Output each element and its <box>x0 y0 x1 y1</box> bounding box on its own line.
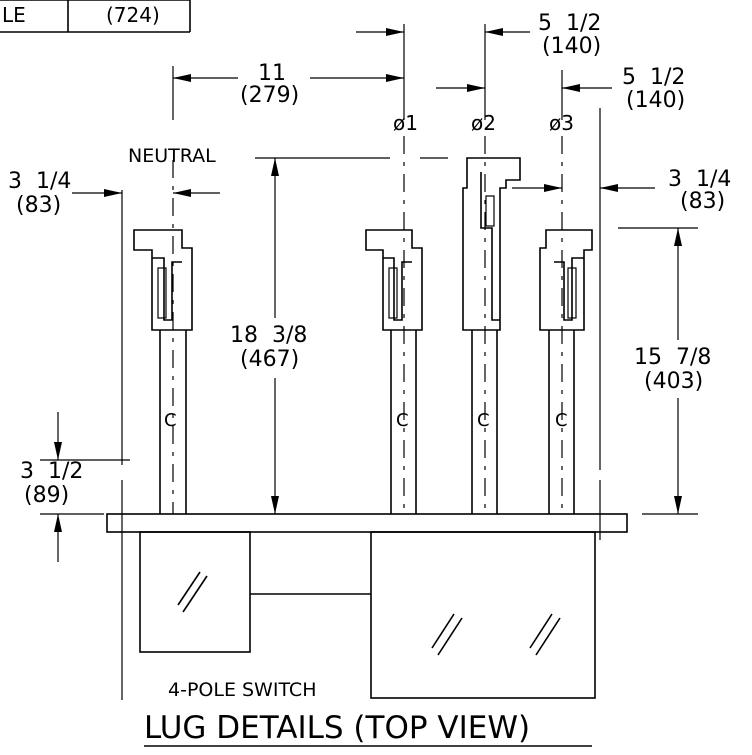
dim-3-quarter-right-imperial: 3 1/4 <box>668 167 731 192</box>
dimension-5-half-right: 5 1/2 (140) <box>562 65 685 113</box>
title-block-cell-right: (724) <box>106 3 160 27</box>
dimension-18-three-eighths: 18 3/8 (467) <box>230 158 307 514</box>
switch-body <box>139 531 596 699</box>
phase2-lug: C <box>462 136 521 514</box>
dimension-3-quarter-right: 3 1/4 (83) <box>512 167 731 214</box>
switch-label: 4-POLE SWITCH <box>168 679 316 701</box>
dim-3-quarter-left-metric: (83) <box>16 193 61 218</box>
label-neutral: NEUTRAL <box>128 145 216 167</box>
dim-3-quarter-left-imperial: 3 1/4 <box>8 169 71 194</box>
label-phase1: ø1 <box>393 111 418 135</box>
dim-3-half-imperial: 3 1/2 <box>20 459 83 484</box>
dim-5-half-top-imperial: 5 1/2 <box>538 11 601 36</box>
dim-3-quarter-right-metric: (83) <box>680 189 725 214</box>
dim-15-metric: (403) <box>644 369 703 394</box>
label-phase3: ø3 <box>549 111 574 135</box>
base-plate <box>106 513 628 533</box>
dim-5-half-right-imperial: 5 1/2 <box>622 65 685 90</box>
centerline-neutral: C <box>164 410 177 431</box>
dim-18-imperial: 18 3/8 <box>230 323 307 348</box>
dimension-11: 11 (279) <box>173 61 404 108</box>
dim-18-metric: (467) <box>240 347 299 372</box>
dim-15-imperial: 15 7/8 <box>634 345 711 370</box>
phase3-lug: C <box>539 136 593 514</box>
dimension-3-quarter-left: 3 1/4 (83) <box>8 169 220 218</box>
centerline-phase3: C <box>555 410 568 431</box>
dimension-15-seven-eighths: 15 7/8 (403) <box>634 228 711 514</box>
dim-11-metric: (279) <box>240 83 299 108</box>
centerline-phase2: C <box>477 410 490 431</box>
neutral-lug: C <box>133 160 193 514</box>
dim-5-half-top-metric: (140) <box>542 34 601 59</box>
centerline-phase1: C <box>396 410 409 431</box>
phase1-lug: C <box>365 136 423 514</box>
dimension-3-half: 3 1/2 (89) <box>20 412 83 562</box>
title-block: LE (724) <box>0 0 191 33</box>
title-block-cell-left: LE <box>2 3 26 27</box>
dimension-5-half-top: 5 1/2 (140) <box>356 11 601 92</box>
phase-labels: NEUTRAL ø1 ø2 ø3 <box>128 111 574 167</box>
drawing-title: LUG DETAILS (TOP VIEW) <box>144 710 530 746</box>
extension-lines <box>40 24 698 700</box>
dim-11-imperial: 11 <box>258 61 286 86</box>
label-phase2: ø2 <box>471 111 496 135</box>
dim-3-half-metric: (89) <box>24 483 69 508</box>
dim-5-half-right-metric: (140) <box>626 88 685 113</box>
